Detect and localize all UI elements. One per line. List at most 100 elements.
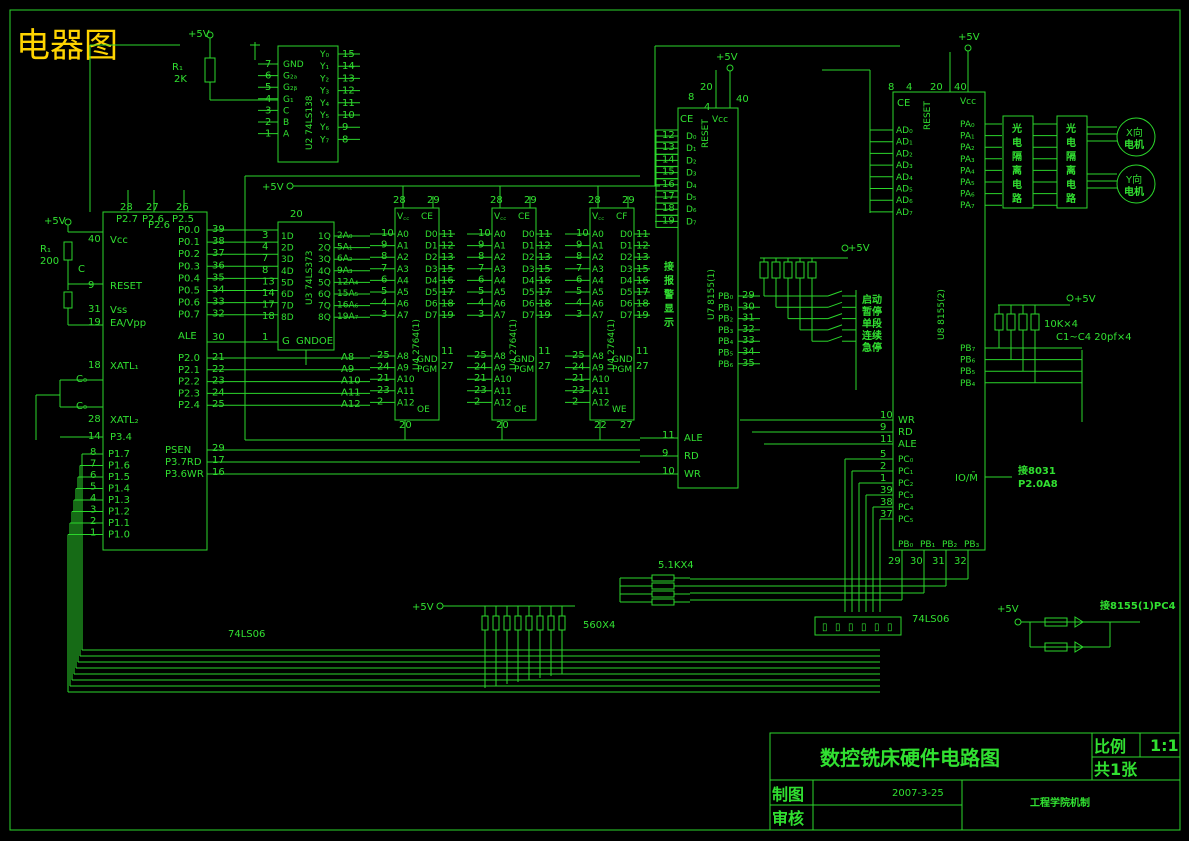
eprom-top-num: 28	[490, 195, 503, 206]
u7-ctrl-label: ALE	[684, 433, 703, 444]
u3-d-num: 18	[262, 311, 275, 322]
opto-text: 离	[1066, 164, 1076, 177]
mcu-p1-pin: P1.4	[108, 484, 130, 495]
eprom-a-label: A4	[494, 276, 506, 286]
eprom-oe: OE	[417, 405, 430, 415]
eprom-d-label: D4	[425, 276, 438, 286]
ls06-label-a: 74LS06	[228, 629, 265, 640]
eprom-d-label: D1	[425, 242, 438, 252]
u2-pin-label: G₂ᵦ	[283, 83, 298, 93]
ls06-gate: ▯	[887, 622, 893, 633]
u7-reset: RESET	[701, 119, 711, 148]
eprom-hi-label: A9	[494, 364, 506, 374]
r10k-label: 10K×4	[1044, 319, 1078, 330]
mcu-p2-pin: P2.3	[178, 388, 200, 399]
opto-text: 路	[1066, 192, 1077, 205]
u3-pin1: 1	[262, 332, 268, 343]
eprom-hi-label: A12	[397, 398, 415, 408]
eprom-a-label: A6	[494, 300, 506, 310]
eprom-d-label: D3	[620, 265, 633, 275]
eprom-d-label: D2	[620, 253, 633, 263]
mcu-ale-num: 30	[212, 332, 225, 343]
u3-q-label: 5Q	[318, 278, 331, 288]
eprom-vcc: V꜀꜀	[592, 212, 604, 222]
eprom-pin27: 27	[538, 361, 551, 372]
eprom-bot-num: 27	[620, 420, 633, 431]
u8-pc-label: PC₄	[898, 503, 914, 513]
cap-c-label: C	[78, 264, 85, 275]
eprom-a-label: A4	[397, 276, 409, 286]
vcc-label-2: +5V	[44, 216, 66, 227]
eprom-d-label: D5	[425, 288, 438, 298]
u8-ctrl-num: 9	[880, 422, 886, 433]
u8-top-num: 4	[906, 82, 912, 93]
eprom-hi-label: A11	[494, 387, 512, 397]
motor-label: Y向	[1125, 173, 1142, 186]
u7-pb-label: PB₄	[718, 337, 734, 347]
eprom-pin11: 11	[441, 346, 454, 357]
u8-pa-label: PA₁	[960, 132, 975, 142]
eprom-hi-label: A8	[494, 352, 506, 362]
u7-pb-label: PB₅	[718, 349, 734, 359]
title-block: 数控铣床硬件电路图 比例 1:1 共1张 制图 审核 2007-3-25 工程学…	[769, 732, 1181, 831]
eprom-pgm: PGM	[612, 365, 632, 375]
eprom-oe: OE	[514, 405, 527, 415]
u3-q-label: 7Q	[318, 302, 331, 312]
tb-scale-value: 1:1	[1150, 736, 1179, 755]
bottom-networks: 5.1KX4 +5V 560X4 74LS06 74LS06 ▯▯▯▯▯▯	[67, 454, 949, 693]
mcu-p1-num: 8	[90, 447, 96, 458]
u3-d-num: 3	[262, 230, 268, 241]
u8-pc-num: 2	[880, 461, 886, 472]
mcu-left-num: 28	[88, 414, 101, 425]
u8-pa-label: PA₂	[960, 143, 975, 153]
mcu-left-pin: P3.4	[110, 432, 132, 443]
mcu-p2-pin: P2.0	[178, 353, 200, 364]
eprom-name: U4 2764(1)	[607, 319, 617, 370]
reset-circuit: +5V R₁ 200 C C₀ C₀	[35, 216, 103, 440]
addr-label: A11	[341, 387, 361, 398]
eprom-a-label: A7	[494, 311, 506, 321]
u3-d-label: 3D	[281, 255, 294, 265]
eprom-top-num: 28	[393, 195, 406, 206]
eprom-d-label: D6	[522, 300, 535, 310]
mcu-ctrl-num: 17	[212, 455, 225, 466]
vcc-label-7: +5V	[1074, 294, 1096, 305]
u8-ctrl-label: WR	[898, 415, 915, 426]
u8-ad-label: AD₁	[896, 138, 913, 148]
mcu-left-pin: EA/Vpp	[110, 318, 146, 329]
u8-pbbot-num: 31	[932, 556, 945, 567]
resistor-r1-name: R₁	[172, 62, 183, 73]
u7-d-label: D₇	[686, 217, 697, 227]
eprom-a-label: A5	[494, 288, 506, 298]
u7-ctrl-num: 11	[662, 430, 675, 441]
eprom-hi-label: A9	[592, 364, 604, 374]
u8-pa-label: PA₅	[960, 178, 975, 188]
eprom-a-label: A7	[592, 311, 604, 321]
mcu-p0-pin: P0.1	[178, 237, 200, 248]
u3-name: U3 74LS373	[305, 250, 315, 305]
mcu-p1-num: 4	[90, 493, 96, 504]
u8-pc-num: 39	[880, 485, 893, 496]
eprom-hi-label: A10	[592, 375, 610, 385]
u8-pc-label: PC₁	[898, 467, 914, 477]
u8-pa-label: PA₄	[960, 166, 975, 176]
eprom-a-label: A6	[592, 300, 604, 310]
resistor-r1-value: 2K	[174, 74, 187, 85]
opto-text: 离	[1012, 164, 1022, 177]
eprom-ce: CE	[518, 212, 530, 222]
u8-ad-label: AD₄	[896, 173, 913, 183]
eprom-name: U4 2764(1)	[412, 319, 422, 370]
eprom-d-label: D2	[522, 253, 535, 263]
u7-top-num: 8	[688, 92, 694, 103]
r51k-label: 5.1KX4	[658, 560, 694, 571]
eprom-hi-label: A11	[397, 387, 415, 397]
switch-label: 连续	[862, 329, 882, 342]
mcu-p1-num: 5	[90, 482, 96, 493]
